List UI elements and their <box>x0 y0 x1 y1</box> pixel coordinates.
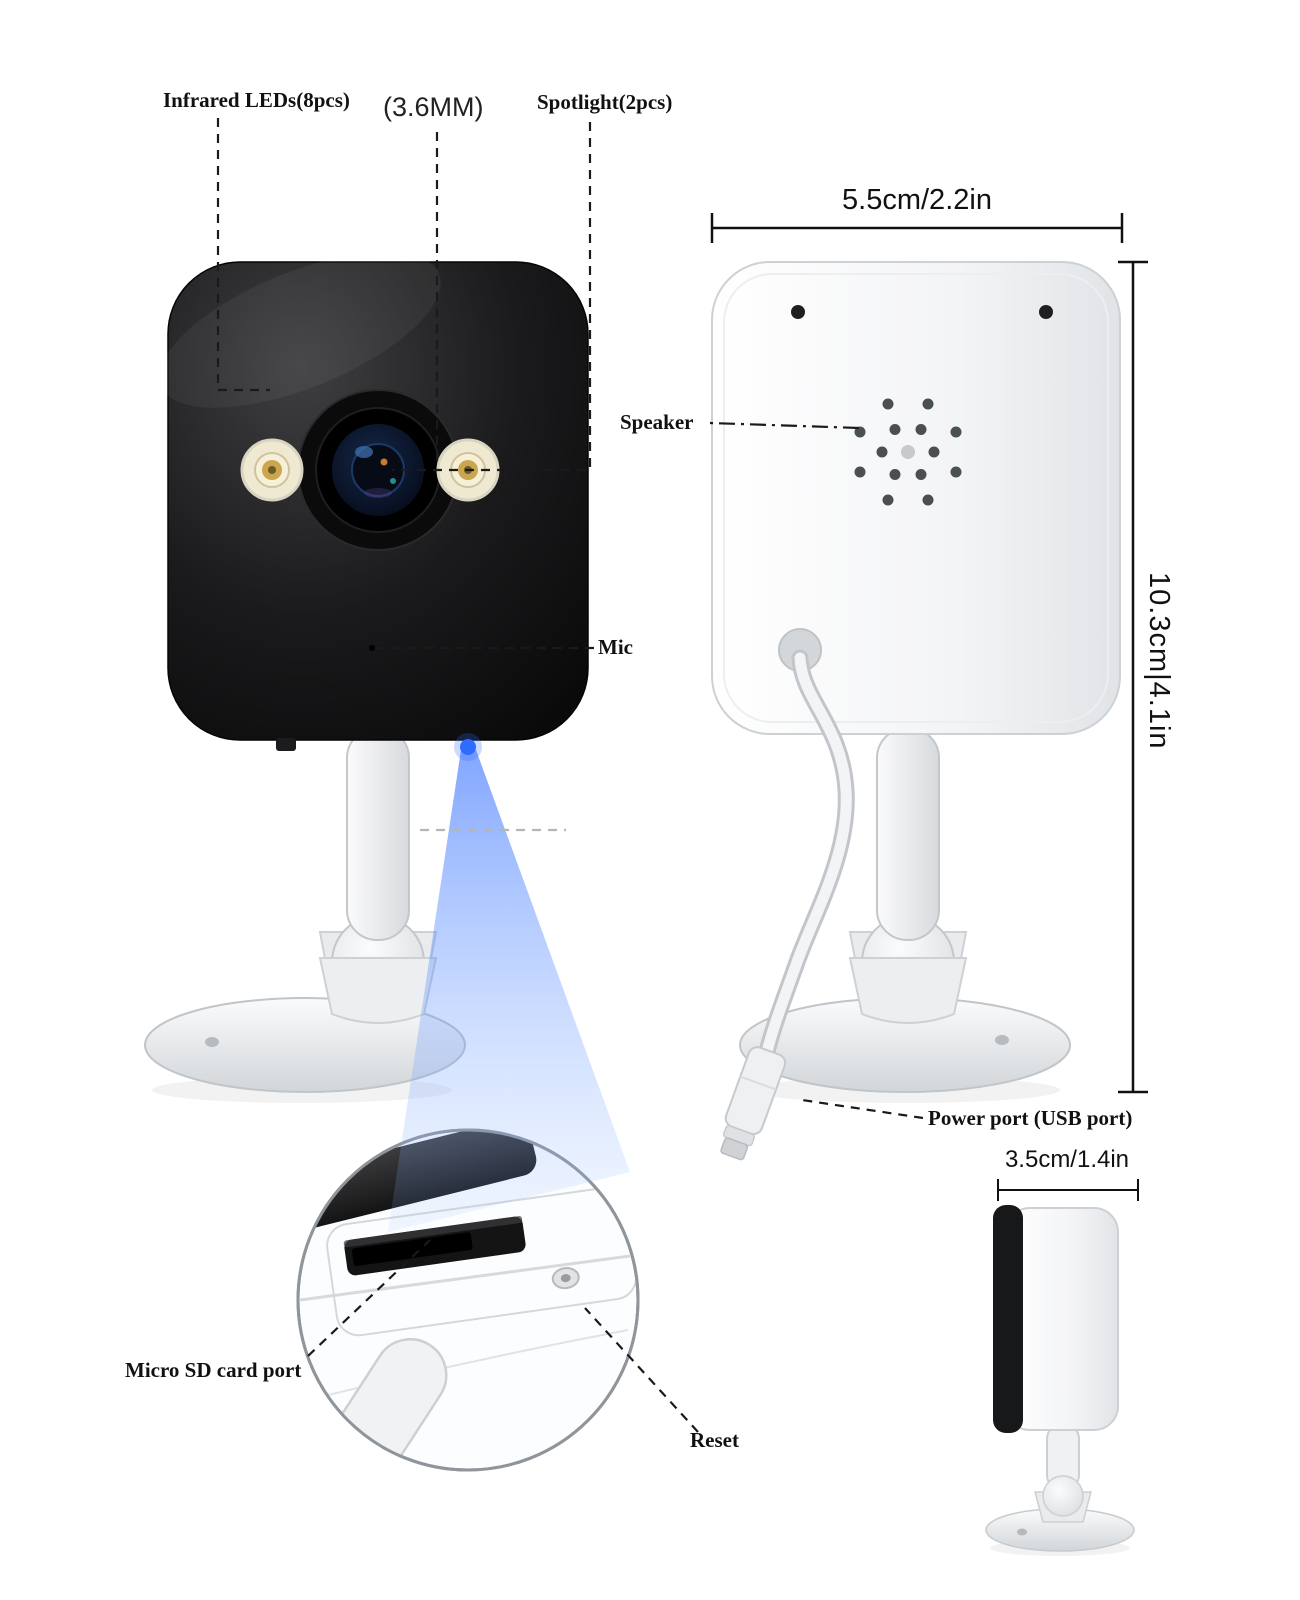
back-view-camera <box>711 261 1121 1161</box>
reset-label: Reset <box>690 1428 739 1452</box>
back-body <box>711 261 1121 735</box>
panel-seam <box>299 1254 631 1302</box>
front-stand-arm <box>346 727 410 941</box>
front-bottom-tab <box>276 738 296 751</box>
width-dimension-label: 5.5cm/2.2in <box>842 184 992 216</box>
back-bracket-front <box>848 957 968 1024</box>
reset-button-pin <box>560 1274 571 1283</box>
back-base-screw-hole <box>995 1035 1009 1045</box>
front-base-screw-hole <box>205 1037 219 1047</box>
power-cable <box>757 649 855 1065</box>
power-port-label: Power port (USB port) <box>928 1106 1133 1130</box>
dimension-lines <box>710 213 1148 1201</box>
depth-dimension-label: 3.5cm/1.4in <box>1004 1146 1130 1173</box>
infrared-leds-label: Infrared LEDs(8pcs) <box>163 88 350 112</box>
back-body-bevel <box>723 273 1109 723</box>
sd-card[interactable] <box>351 1232 473 1267</box>
side-view-camera <box>985 1205 1135 1552</box>
status-led <box>460 739 476 755</box>
leader-reset <box>584 1307 699 1433</box>
light-beam <box>388 750 630 1232</box>
leader-infrared <box>216 118 270 392</box>
leader-lines <box>216 118 924 1433</box>
mic-label: Mic <box>598 635 633 659</box>
leader-power-port <box>801 1098 924 1120</box>
side-ball-joint <box>1042 1475 1084 1517</box>
back-screw-left <box>791 305 805 319</box>
leader-micro-sd <box>307 1239 431 1357</box>
sd-slot-rim <box>343 1216 523 1248</box>
spotlight-left <box>240 438 304 502</box>
side-body-front-black <box>993 1205 1023 1433</box>
side-base-screw-hole <box>1017 1528 1027 1536</box>
indicator-and-beam <box>388 733 630 1232</box>
lens <box>297 389 459 551</box>
panel-seam-2 <box>315 1329 629 1399</box>
back-stand-arm <box>876 727 940 941</box>
height-dimension-line <box>1118 260 1148 1094</box>
front-view-camera <box>144 252 589 1093</box>
leader-spotlight <box>392 122 592 472</box>
spotlight-label: Spotlight(2pcs) <box>537 90 673 114</box>
front-bracket-front <box>318 957 438 1024</box>
leader-speaker <box>709 421 861 430</box>
speaker-label: Speaker <box>620 410 694 434</box>
back-screw-right <box>1039 305 1053 319</box>
usb-connector <box>720 1046 787 1161</box>
mic-hole <box>369 645 375 651</box>
depth-dimension-line <box>997 1179 1139 1201</box>
speaker-holes <box>854 398 962 506</box>
height-dimension-label: 10.3cm|4.1in <box>1143 572 1175 750</box>
width-dimension-line <box>710 213 1124 243</box>
lens-size-label: (3.6MM) <box>383 92 484 122</box>
micro-sd-label: Micro SD card port <box>125 1358 302 1382</box>
front-body-sheen <box>159 252 441 408</box>
